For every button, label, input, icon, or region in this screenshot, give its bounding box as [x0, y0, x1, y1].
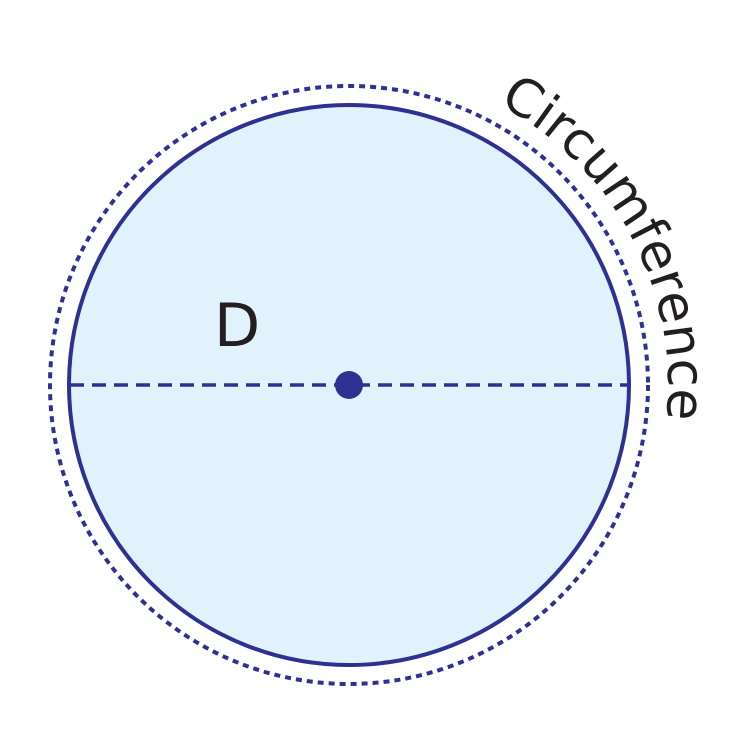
circumference-dotted-outline: [48, 84, 650, 686]
center-point: [335, 371, 363, 399]
diameter-label: D: [214, 291, 260, 361]
